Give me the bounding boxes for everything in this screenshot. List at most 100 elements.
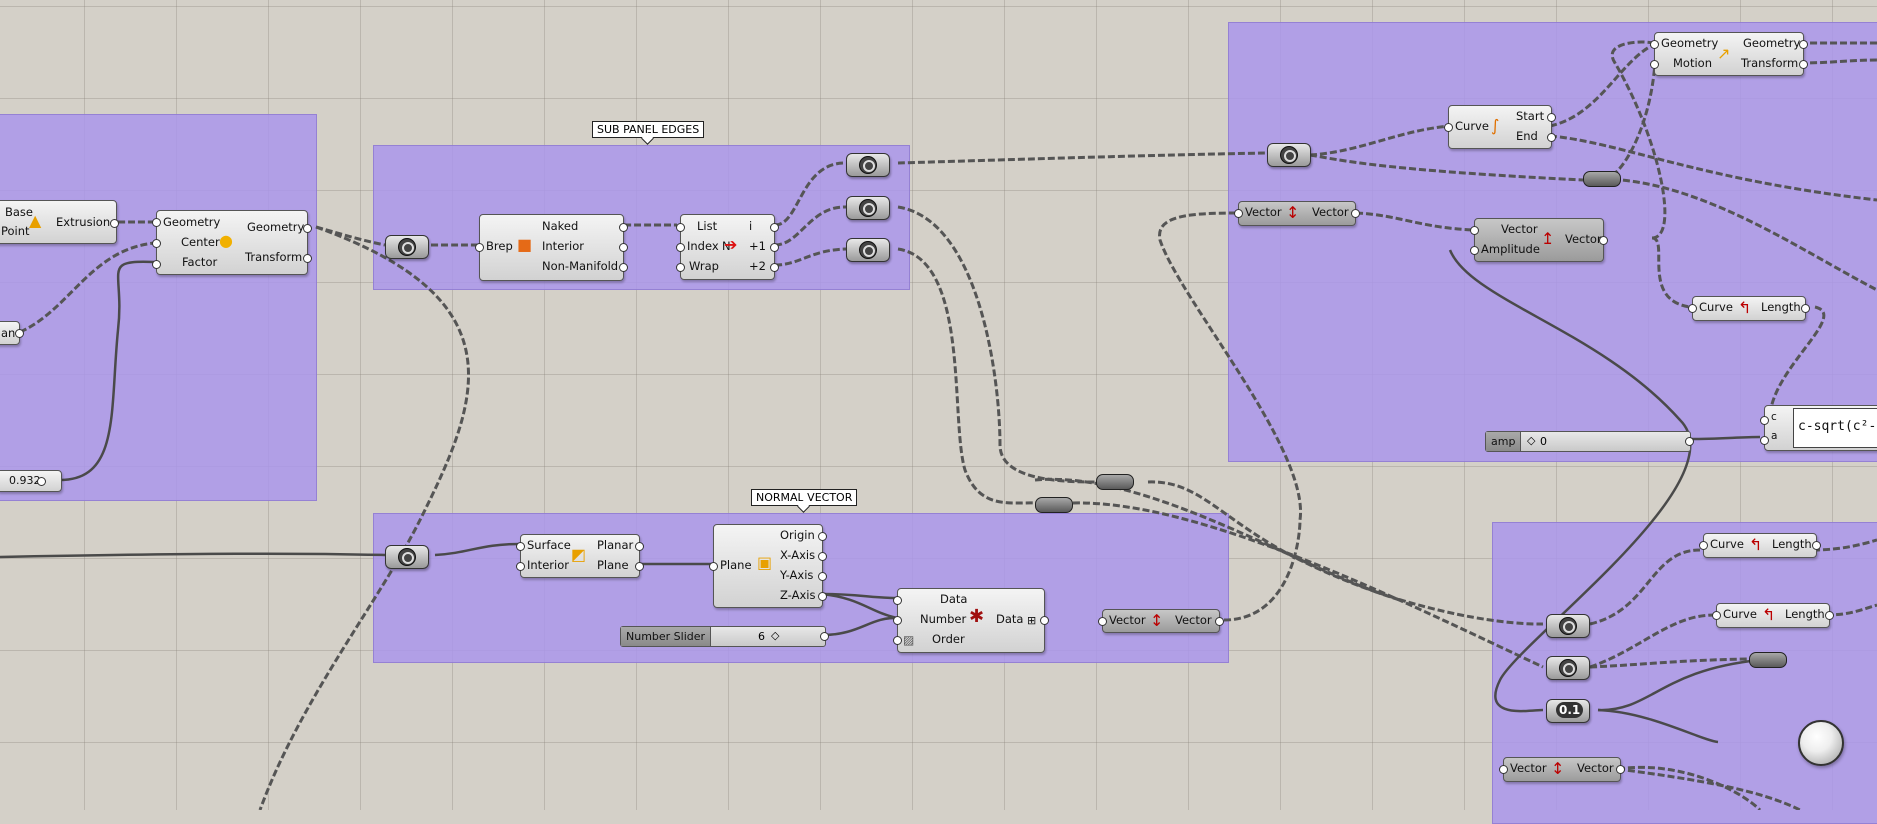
extrude-output[interactable]: Extrusion bbox=[56, 215, 111, 229]
partial-param-component[interactable]: an bbox=[0, 321, 24, 345]
scale-transform-out-grip[interactable] bbox=[303, 254, 312, 263]
brep-edges-naked-output[interactable]: Naked bbox=[542, 219, 579, 233]
dispatch-order-grip[interactable] bbox=[893, 636, 902, 645]
dispatch-number-grip[interactable] bbox=[893, 616, 902, 625]
shift-list-list-input[interactable]: List bbox=[697, 219, 718, 233]
length-3-component[interactable]: Curve ↰ Length bbox=[1712, 603, 1834, 628]
dispatch-data-input[interactable]: Data bbox=[940, 592, 968, 606]
curve-param-6[interactable] bbox=[1546, 656, 1590, 680]
dispatch-data-out-grip[interactable] bbox=[1040, 616, 1049, 625]
length-3-output-grip[interactable] bbox=[1825, 611, 1834, 620]
shift-list-component[interactable]: List Index Wrap N ➔ i +1 +2 bbox=[676, 214, 779, 280]
factor-slider-handle[interactable] bbox=[37, 477, 46, 486]
shift-list-index-grip[interactable] bbox=[676, 243, 685, 252]
length-1-curve-input[interactable]: Curve bbox=[1699, 300, 1733, 314]
brep-edges-component[interactable]: Brep ■ Naked Interior Non-Manifold bbox=[475, 214, 628, 281]
brep-edges-interior-output[interactable]: Interior bbox=[542, 239, 584, 253]
partial-param-grip[interactable] bbox=[15, 329, 24, 338]
is-planar-plane-grip[interactable] bbox=[635, 562, 644, 571]
brep-edges-brep-input[interactable]: Brep bbox=[486, 239, 513, 253]
curve-param-5[interactable] bbox=[1546, 614, 1590, 638]
shift-list-plus1-grip[interactable] bbox=[770, 243, 779, 252]
unit-vector-1-input[interactable]: Vector bbox=[1109, 613, 1146, 627]
shift-list-i-output[interactable]: i bbox=[749, 219, 753, 233]
scale-geometry-output[interactable]: Geometry bbox=[247, 220, 305, 234]
is-planar-interior-grip[interactable] bbox=[516, 562, 525, 571]
is-planar-surface-input[interactable]: Surface bbox=[527, 538, 571, 552]
curve-param-4[interactable] bbox=[1267, 143, 1311, 167]
end-points-start-output[interactable]: Start bbox=[1516, 109, 1545, 123]
scale-center-input[interactable]: Center bbox=[181, 235, 220, 249]
is-planar-interior-input[interactable]: Interior bbox=[527, 558, 569, 572]
end-points-start-grip[interactable] bbox=[1547, 113, 1556, 122]
number-slider-grip[interactable] bbox=[820, 632, 829, 641]
timer-dial-icon[interactable] bbox=[1798, 720, 1844, 766]
amplitude-vector-grip[interactable] bbox=[1470, 226, 1479, 235]
end-points-component[interactable]: Curve ∫ Start End bbox=[1444, 105, 1556, 149]
is-planar-planar-grip[interactable] bbox=[635, 542, 644, 551]
end-points-end-output[interactable]: End bbox=[1516, 129, 1538, 143]
move-geometry-output[interactable]: Geometry bbox=[1743, 36, 1801, 50]
shift-list-list-grip[interactable] bbox=[676, 223, 685, 232]
expression-formula-panel[interactable]: c-sqrt(c²- bbox=[1793, 408, 1877, 448]
deconstruct-plane-zaxis-grip[interactable] bbox=[818, 592, 827, 601]
brep-edges-input-grip[interactable] bbox=[475, 243, 484, 252]
relay-1[interactable] bbox=[1096, 474, 1134, 490]
deconstruct-plane-yaxis-output[interactable]: Y-Axis bbox=[780, 568, 814, 582]
relay-4[interactable] bbox=[1749, 652, 1787, 668]
brep-edges-nonmanifold-output[interactable]: Non-Manifold bbox=[542, 259, 619, 273]
scale-component[interactable]: Geometry Center Factor ● Geometry Transf… bbox=[152, 210, 312, 275]
unit-vector-2-component[interactable]: Vector ↕ Vector bbox=[1234, 201, 1360, 226]
extrude-component[interactable]: Base Point ▲ Extrusion bbox=[0, 200, 119, 244]
amplitude-vector-output[interactable]: Vector bbox=[1565, 232, 1602, 246]
length-2-output[interactable]: Length bbox=[1772, 537, 1812, 551]
deconstruct-plane-input-grip[interactable] bbox=[709, 562, 718, 571]
end-points-end-grip[interactable] bbox=[1547, 133, 1556, 142]
unit-vector-2-output[interactable]: Vector bbox=[1312, 205, 1349, 219]
move-geometry-grip[interactable] bbox=[1650, 40, 1659, 49]
brep-edges-nonmanifold-grip[interactable] bbox=[619, 263, 628, 272]
is-planar-plane-output[interactable]: Plane bbox=[597, 558, 629, 572]
length-1-component[interactable]: Curve ↰ Length bbox=[1688, 296, 1810, 321]
amplitude-component[interactable]: Vector Amplitude ↥ Vector bbox=[1470, 218, 1608, 262]
curve-param-2[interactable] bbox=[846, 196, 890, 220]
scale-geometry-out-grip[interactable] bbox=[303, 224, 312, 233]
length-3-curve-input[interactable]: Curve bbox=[1723, 607, 1757, 621]
length-1-input-grip[interactable] bbox=[1688, 304, 1697, 313]
unit-vector-2-output-grip[interactable] bbox=[1351, 209, 1360, 218]
unit-vector-3-component[interactable]: Vector ↕ Vector bbox=[1499, 757, 1625, 782]
brep-param[interactable] bbox=[385, 235, 429, 259]
deconstruct-plane-yaxis-grip[interactable] bbox=[818, 572, 827, 581]
unit-vector-3-input-grip[interactable] bbox=[1499, 765, 1508, 774]
scale-geometry-grip[interactable] bbox=[152, 218, 161, 227]
move-geometry-input[interactable]: Geometry bbox=[1661, 36, 1719, 50]
number-slider-handle[interactable]: ◇ bbox=[771, 629, 780, 642]
move-component[interactable]: Geometry Motion ↗ Geometry Transform bbox=[1650, 32, 1808, 76]
group-sub-panel-edges[interactable] bbox=[373, 145, 910, 290]
shift-list-wrap-input[interactable]: Wrap bbox=[689, 259, 719, 273]
length-1-output[interactable]: Length bbox=[1761, 300, 1801, 314]
relay-3[interactable] bbox=[1583, 171, 1621, 187]
scale-factor-grip[interactable] bbox=[152, 260, 161, 269]
deconstruct-plane-origin-output[interactable]: Origin bbox=[780, 528, 815, 542]
length-2-output-grip[interactable] bbox=[1812, 541, 1821, 550]
unit-vector-3-output[interactable]: Vector bbox=[1577, 761, 1614, 775]
end-points-input-grip[interactable] bbox=[1444, 123, 1453, 132]
shift-list-plus2-output[interactable]: +2 bbox=[749, 259, 766, 273]
move-motion-input[interactable]: Motion bbox=[1673, 56, 1712, 70]
shift-list-plus1-output[interactable]: +1 bbox=[749, 239, 766, 253]
dispatch-component[interactable]: Data Number Order ▨ ✱ Data ⊞ bbox=[893, 588, 1049, 653]
move-motion-grip[interactable] bbox=[1650, 60, 1659, 69]
amp-slider[interactable]: amp ◇ 0 bbox=[1485, 431, 1694, 452]
move-geometry-out-grip[interactable] bbox=[1799, 40, 1808, 49]
length-2-input-grip[interactable] bbox=[1699, 541, 1708, 550]
dispatch-order-input[interactable]: Order bbox=[932, 632, 965, 646]
deconstruct-plane-component[interactable]: Plane ▣ Origin X-Axis Y-Axis Z-Axis bbox=[709, 524, 827, 608]
number-param[interactable]: 0.1 bbox=[1546, 699, 1590, 723]
scale-center-grip[interactable] bbox=[152, 239, 161, 248]
amplitude-amplitude-grip[interactable] bbox=[1470, 246, 1479, 255]
unit-vector-3-output-grip[interactable] bbox=[1616, 765, 1625, 774]
shift-list-wrap-grip[interactable] bbox=[676, 263, 685, 272]
length-3-output[interactable]: Length bbox=[1785, 607, 1825, 621]
